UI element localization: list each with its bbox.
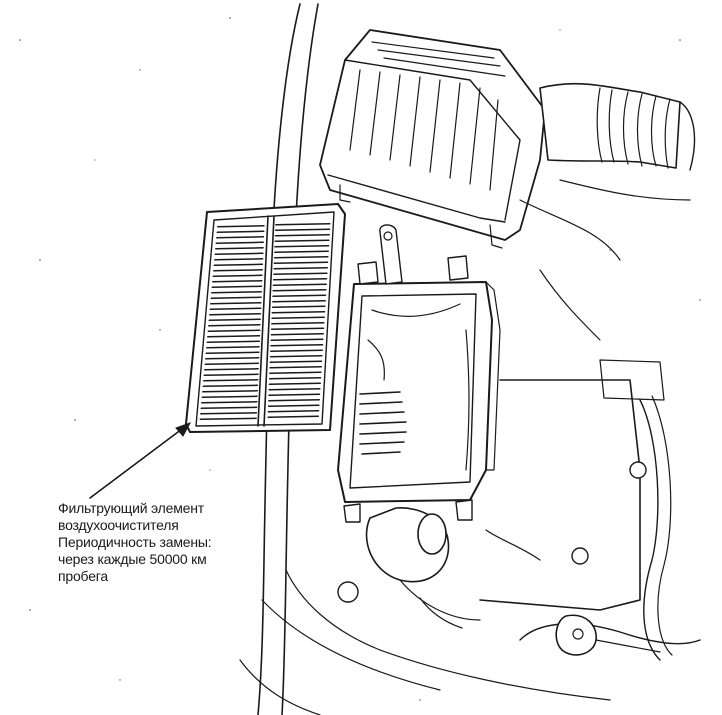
filter-pleat-line (212, 274, 263, 278)
filter-pleat-line (212, 280, 263, 283)
filter-pleat-line (274, 250, 329, 254)
filter-pleats-right (267, 223, 331, 419)
filter-pleat-line (200, 406, 258, 410)
filter-pleat-line (205, 357, 260, 360)
intake-duct (539, 82, 696, 171)
filter-pleat-line (203, 379, 259, 382)
filter-pleat-line (209, 313, 262, 316)
filter-pleat-line (273, 267, 328, 270)
filter-pleat-line (268, 382, 321, 386)
filter-pleat-line (269, 371, 322, 375)
filter-pleat-line (267, 404, 320, 408)
lower-intake-port (337, 507, 481, 629)
filter-pleat-line (274, 234, 330, 237)
filter-pleat-line (273, 272, 328, 276)
filter-pleat-line (268, 399, 320, 402)
callout-line-3: Периодичность замены: (58, 534, 212, 550)
filter-pleat-line (272, 294, 327, 298)
filter-pleat-line (267, 410, 320, 413)
filter-pleat-line (270, 333, 324, 336)
filter-pleat-line (203, 373, 259, 377)
filter-pleat-line (200, 412, 258, 415)
filter-pleat-line (215, 241, 264, 245)
filter-pleat-line (270, 338, 324, 342)
filter-pleat-line (267, 415, 319, 419)
filter-pleat-line (213, 263, 264, 267)
filter-pleat-line (269, 366, 322, 369)
filter-pleat-line (210, 296, 262, 300)
filter-pleat-line (269, 360, 323, 364)
engine-components (479, 179, 701, 661)
filter-pleat-line (273, 261, 329, 265)
callout-line-1: Фильтрующий элемент (58, 500, 204, 516)
filter-element (185, 203, 346, 433)
filter-pleat-line (205, 351, 260, 355)
filter-pleat-line (274, 239, 330, 243)
filter-pleat-line (204, 362, 260, 366)
filter-pleat-line (271, 322, 325, 325)
callout-line-2: воздухоочистителя (58, 517, 179, 533)
filter-pleat-line (202, 384, 259, 388)
filter-pleat-line (216, 236, 265, 239)
filter-pleat-line (270, 344, 324, 347)
filter-pleats-left (199, 225, 265, 421)
filter-pleat-line (270, 349, 323, 353)
filter-pleat-line (206, 346, 260, 349)
filter-pleat-line (270, 327, 325, 331)
filter-pleat-line (204, 368, 259, 371)
filter-pleat-line (214, 252, 264, 256)
air-cleaner-cover (319, 29, 546, 249)
filter-pleat-line (214, 258, 264, 261)
filter-pleat-line (208, 324, 261, 327)
callout-leader (89, 422, 192, 499)
filter-pleat-line (272, 283, 327, 287)
filter-pleat-line (272, 289, 327, 292)
filter-pleat-line (216, 230, 265, 234)
callout-line-5: пробега (58, 568, 108, 584)
filter-pleat-line (201, 401, 258, 404)
filter-pleat-line (206, 340, 260, 344)
filter-pleat-line (209, 307, 262, 311)
filter-pleat-line (272, 278, 328, 281)
filter-pleat-line (213, 269, 263, 272)
callout-line-4: через каждые 50000 км (58, 551, 207, 567)
filter-pleat-line (271, 305, 326, 309)
filter-pleat-line (210, 302, 262, 305)
filter-pleat-line (211, 285, 263, 289)
filter-pleat-line (199, 417, 257, 421)
filter-callout-label: Фильтрующий элемент воздухоочистителя Пе… (58, 500, 258, 585)
filter-pleat-line (201, 395, 258, 399)
filter-pleat-line (273, 256, 329, 259)
filter-pleat-line (211, 291, 262, 294)
filter-pleat-line (269, 355, 323, 358)
filter-pleat-line (268, 388, 321, 391)
filter-pleat-line (271, 316, 325, 320)
filter-pleat-line (202, 390, 258, 393)
filter-pleat-line (215, 247, 264, 250)
filter-pleat-line (207, 335, 261, 338)
filter-pleat-line (268, 393, 321, 397)
air-cleaner-housing (337, 224, 501, 523)
filter-pleat-line (268, 377, 322, 380)
filter-pleat-line (274, 245, 330, 248)
filter-pleat-line (271, 311, 326, 314)
filter-pleat-line (274, 228, 331, 232)
filter-pleat-line (208, 318, 261, 322)
filter-pleat-line (217, 225, 265, 228)
filter-pleat-line (207, 329, 261, 333)
paper-speckles (19, 17, 701, 701)
housing-ribs (359, 391, 407, 455)
filter-pleat-line (272, 300, 326, 303)
filter-pleat-line (275, 223, 331, 226)
